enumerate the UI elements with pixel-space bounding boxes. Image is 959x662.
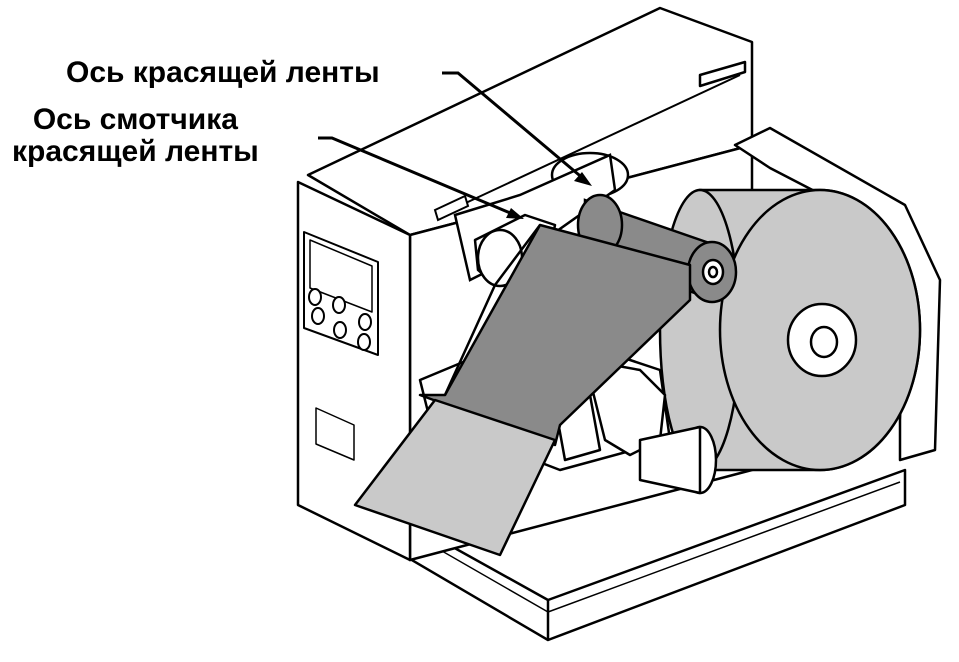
printer-front-panel xyxy=(296,180,412,562)
callout-takeup-axis: Ось смотчика красящей ленты xyxy=(12,104,259,168)
leader-lines xyxy=(318,71,586,217)
callout-takeup-axis-line2: красящей ленты xyxy=(12,135,259,168)
panel-button-1 xyxy=(308,288,322,306)
panel-buttons xyxy=(308,288,372,351)
housing-hinge xyxy=(433,194,470,222)
arrowhead-ribbon-axis xyxy=(574,172,592,186)
leader-ribbon-axis xyxy=(442,71,586,182)
arrowhead-takeup-axis xyxy=(506,208,524,219)
callout-ribbon-axis: Ось красящей ленты xyxy=(66,56,380,89)
leader-takeup-axis xyxy=(318,136,516,217)
panel-button-6 xyxy=(357,333,371,351)
leader-arrowheads xyxy=(506,172,592,219)
panel-button-5 xyxy=(333,321,347,339)
media-roll xyxy=(658,188,922,472)
panel-button-3 xyxy=(358,313,372,331)
panel-button-2 xyxy=(332,296,346,314)
panel-button-4 xyxy=(311,307,325,325)
callout-takeup-axis-line1: Ось смотчика xyxy=(32,103,238,136)
media-sheet xyxy=(353,398,557,557)
